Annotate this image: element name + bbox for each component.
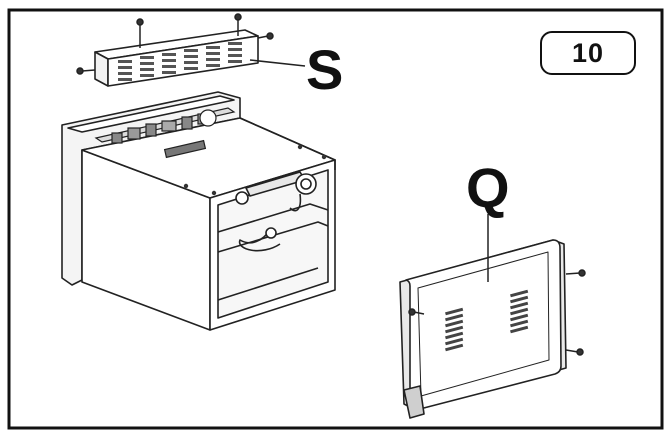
side-cover-part-q <box>399 239 567 419</box>
screw-icon <box>76 13 274 75</box>
callout-s: S <box>306 38 344 101</box>
main-unit <box>61 91 336 331</box>
step-number: 10 <box>571 37 605 68</box>
top-cover-part-s <box>94 29 259 87</box>
callout-q: Q <box>466 156 510 219</box>
leader-line-s <box>249 59 306 67</box>
housing-screw-icon <box>183 144 327 196</box>
step-number-badge: 10 <box>540 31 636 75</box>
control-board <box>94 107 236 159</box>
vent-slots <box>445 289 529 352</box>
panel-screw-icon <box>408 269 586 356</box>
